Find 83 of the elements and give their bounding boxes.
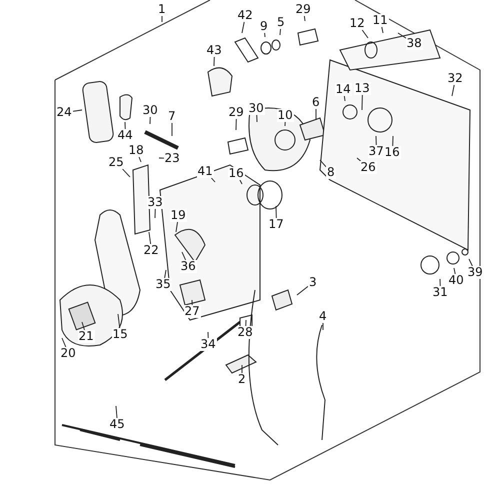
- callout-number: 15: [112, 328, 129, 340]
- callout-number: 31: [432, 286, 449, 298]
- callout-number: 41: [196, 164, 214, 178]
- leader-line: [245, 320, 246, 326]
- callout-number: 28: [236, 326, 254, 338]
- leader-line: [182, 252, 186, 260]
- leader-line: [280, 28, 281, 36]
- callout-number: 40: [448, 274, 465, 286]
- callout-number: 6: [311, 96, 321, 108]
- leader-line: [284, 122, 286, 126]
- leader-line: [208, 332, 209, 338]
- callout-number: 35: [154, 278, 172, 290]
- leader-line: [210, 178, 216, 182]
- callout-number: 12: [348, 16, 366, 30]
- callout-number: 30: [142, 104, 159, 116]
- callout-number: 18: [128, 144, 145, 156]
- leader-line: [164, 270, 166, 278]
- callout-number: 8: [326, 166, 336, 178]
- callout-number: 34: [200, 338, 217, 350]
- callout-number: 30: [248, 102, 265, 114]
- leader-line: [304, 16, 306, 22]
- callout-number: 23: [164, 152, 181, 164]
- callout-number: 29: [294, 2, 312, 16]
- callout-number: 9: [259, 20, 269, 32]
- leader-line: [116, 406, 118, 418]
- leader-line: [440, 278, 441, 286]
- callout-number: 44: [116, 128, 134, 142]
- leader-line: [62, 338, 66, 348]
- callout-number: 25: [108, 156, 125, 168]
- leader-line: [356, 158, 362, 162]
- callout-number: 39: [466, 266, 484, 278]
- callout-number: 29: [228, 106, 245, 118]
- leader-line: [154, 208, 156, 218]
- leader-line: [124, 122, 126, 130]
- callout-number: 22: [142, 244, 160, 256]
- callout-number: 16: [228, 166, 245, 180]
- leader-line: [376, 136, 377, 146]
- leader-line: [392, 136, 394, 146]
- leader-line: [158, 158, 164, 159]
- leader-line: [264, 32, 266, 38]
- leader-line: [276, 206, 277, 218]
- callout-number: 20: [60, 346, 77, 360]
- callout-number: 33: [146, 196, 164, 208]
- callout-number: 42: [236, 8, 254, 22]
- callout-number: 27: [184, 304, 201, 318]
- leader-line: [118, 314, 120, 328]
- callout-number: 3: [308, 276, 318, 288]
- callout-number: 45: [108, 418, 126, 430]
- leader-line: [122, 168, 130, 178]
- leader-line: [454, 268, 456, 274]
- leader-line: [236, 118, 237, 130]
- callout-number: 10: [276, 108, 294, 122]
- leader-line: [322, 322, 324, 330]
- leader-line: [150, 116, 151, 124]
- leader-line: [362, 94, 363, 110]
- callout-number: 43: [206, 44, 223, 56]
- leader-line: [256, 114, 258, 122]
- callout-number: 4: [318, 310, 328, 322]
- leader-line: [176, 222, 178, 232]
- leader-line: [214, 56, 215, 66]
- callout-number: 11: [372, 14, 389, 26]
- leader-line: [320, 160, 326, 168]
- callout-number: 24: [56, 106, 73, 118]
- callout-number: 1: [157, 2, 167, 16]
- leader-line: [192, 300, 193, 306]
- callout-number: 5: [276, 16, 286, 28]
- leader-line: [296, 286, 308, 296]
- callout-number: 2: [237, 372, 247, 386]
- leader-line: [344, 96, 346, 102]
- leader-line: [381, 26, 384, 34]
- callout-number: 32: [446, 72, 464, 84]
- leader-line: [138, 156, 142, 162]
- leader-line: [452, 84, 455, 96]
- callout-number: 7: [167, 110, 177, 122]
- leader-line: [82, 322, 85, 330]
- callout-number: 17: [268, 218, 285, 230]
- leader-line: [72, 110, 82, 112]
- leader-line: [148, 232, 152, 244]
- leader-line: [362, 30, 368, 38]
- leader-line: [398, 32, 406, 39]
- leader-line: [239, 180, 242, 184]
- leader-line: [242, 22, 245, 34]
- leader-line: [468, 258, 473, 266]
